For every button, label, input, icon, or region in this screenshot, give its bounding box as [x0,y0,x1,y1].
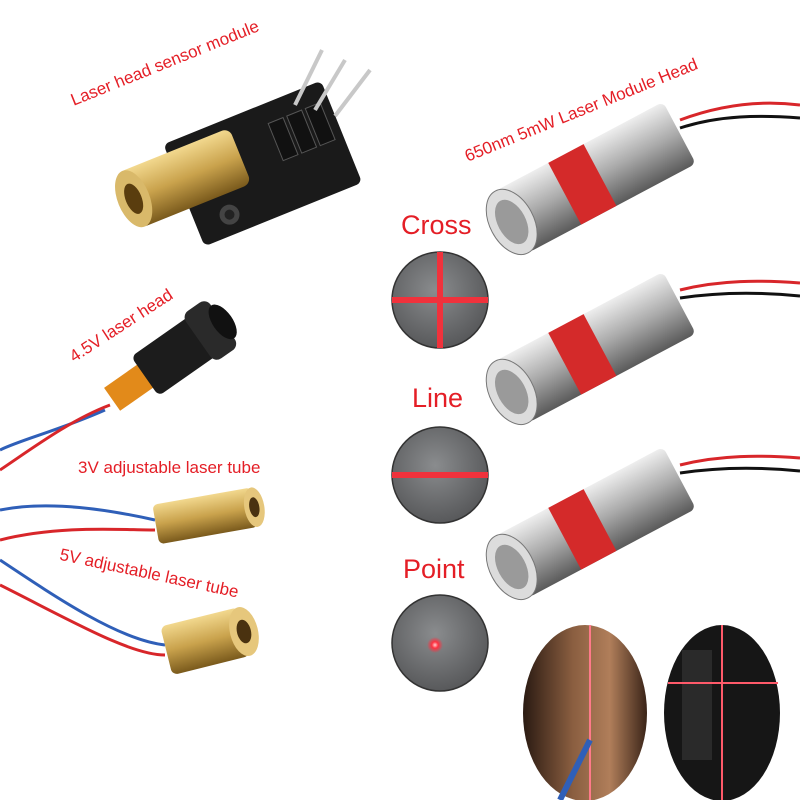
laser-module-top [485,101,800,256]
tube-3v-label: 3V adjustable laser tube [78,458,261,477]
point-pattern-disc [391,594,489,692]
cross-pattern-disc [391,251,489,349]
point-label: Point [403,554,465,584]
line-demo-photo [523,625,647,800]
laser-head-45v-image [0,301,237,472]
line-pattern-disc [391,426,489,524]
cross-demo-photo [664,625,780,800]
tube-5v-image [0,558,259,674]
cross-label: Cross [401,210,472,240]
laser-module-middle [485,273,800,426]
line-label: Line [412,383,464,413]
tube-3v-image [0,487,265,544]
laser-module-bottom [485,448,800,601]
sensor-module-image [115,49,372,245]
